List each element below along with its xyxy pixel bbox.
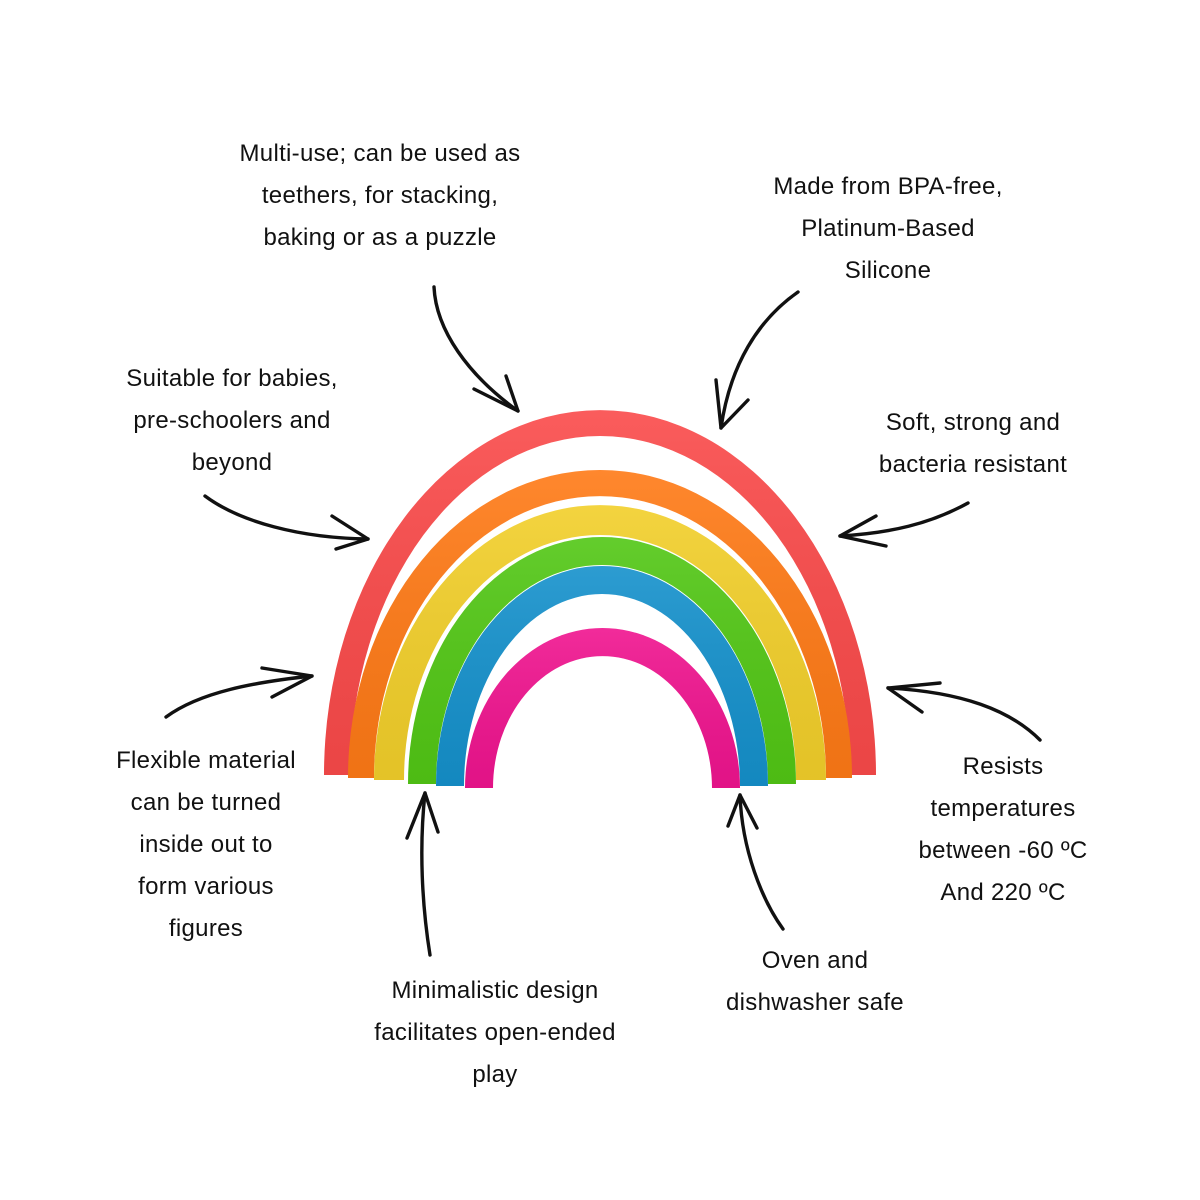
feature-line: inside out to <box>139 831 273 858</box>
feature-line: And 220 ºC <box>940 879 1066 906</box>
rainbow-stacker <box>324 410 876 788</box>
arrow-resists <box>886 681 1042 742</box>
arrow-suitable <box>203 494 370 551</box>
feature-line: Oven and <box>761 947 869 974</box>
feature-line: Silicone <box>844 257 932 284</box>
feature-minimal: Minimalistic design facilitates open-end… <box>335 970 655 1096</box>
feature-line: beyond <box>191 449 273 476</box>
feature-line: Minimalistic design <box>391 977 599 1004</box>
feature-line: Soft, strong and <box>885 409 1061 436</box>
feature-line: Multi-use; can be used as <box>239 140 521 167</box>
feature-line: Made from BPA-free, <box>773 173 1003 200</box>
feature-line: baking or as a puzzle <box>263 224 497 251</box>
arc-green-shading <box>408 537 796 784</box>
arrow-multi-use <box>432 285 520 413</box>
feature-soft: Soft, strong and bacteria resistant <box>838 402 1108 486</box>
feature-resists: Resists temperatures between -60 ºC And … <box>878 746 1128 914</box>
arc-yellow-shading <box>374 505 826 780</box>
arrow-oven <box>726 793 785 931</box>
feature-bpa-free: Made from BPA-free, Platinum-Based Silic… <box>728 166 1048 292</box>
feature-line: facilitates open-ended <box>374 1019 616 1046</box>
feature-line: form various <box>138 873 274 900</box>
feature-line: bacteria resistant <box>878 451 1068 478</box>
feature-line: between -60 ºC <box>918 837 1088 864</box>
feature-line: play <box>472 1061 518 1088</box>
arrow-flexible <box>164 666 314 719</box>
feature-line: Resists <box>962 753 1044 780</box>
feature-oven: Oven and dishwasher safe <box>690 940 940 1024</box>
arrow-minimal <box>405 791 440 957</box>
feature-line: Suitable for babies, <box>126 365 338 392</box>
feature-line: Flexible material <box>116 747 296 774</box>
feature-line: pre-schoolers and <box>133 407 331 434</box>
feature-multi-use: Multi-use; can be used as teethers, for … <box>200 133 560 259</box>
feature-line: figures <box>168 915 244 942</box>
arc-blue-shading <box>436 566 768 786</box>
feature-line: dishwasher safe <box>726 989 904 1016</box>
arc-pink-shading <box>465 628 740 788</box>
feature-line: Platinum-Based <box>801 215 975 242</box>
feature-line: teethers, for stacking, <box>261 182 499 209</box>
arrow-bpa-free <box>714 290 800 430</box>
feature-line: temperatures <box>930 795 1076 822</box>
feature-line: can be turned <box>130 789 282 816</box>
feature-flexible: Flexible material can be turned inside o… <box>86 740 326 950</box>
arrow-soft <box>838 501 970 548</box>
feature-suitable: Suitable for babies, pre-schoolers and b… <box>82 358 382 484</box>
